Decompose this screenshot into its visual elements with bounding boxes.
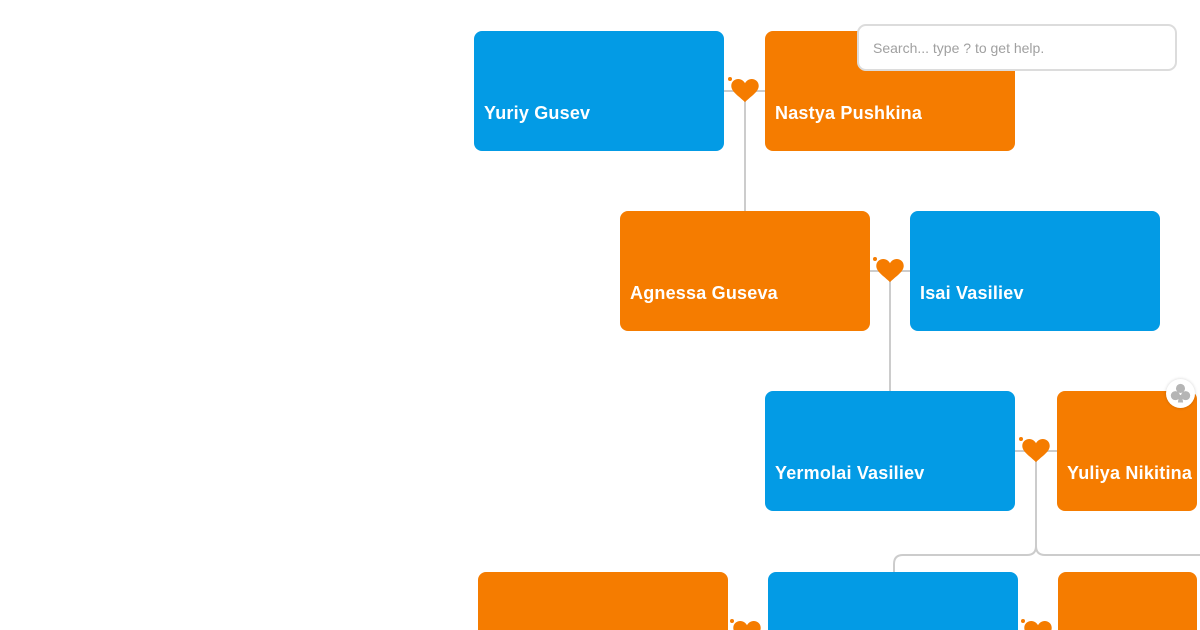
partners-clover-icon [1170, 383, 1191, 403]
person-name: Yermolai Vasiliev [775, 463, 925, 483]
partnership-heart-icon [873, 257, 904, 283]
search-input[interactable] [857, 24, 1177, 71]
partnership-heart-icon [1021, 619, 1052, 630]
heart-dot [1021, 619, 1025, 623]
heart-dot [728, 77, 732, 81]
person-name: Yuriy Gusev [484, 103, 591, 123]
heart-icon [1024, 621, 1052, 630]
heart-dot [730, 619, 734, 623]
partnership-heart-icon [728, 77, 759, 103]
partnership-heart-icon [730, 619, 761, 630]
person-node[interactable] [478, 572, 728, 630]
person-name: Isai Vasiliev [920, 283, 1024, 303]
heart-icon [876, 259, 904, 283]
connector-line [893, 545, 1037, 572]
heart-icon [1022, 439, 1050, 463]
hidden-partners-button[interactable] [1166, 379, 1195, 408]
person-node[interactable]: Isai Vasiliev [910, 211, 1160, 331]
person-node[interactable]: Agnessa Guseva [620, 211, 870, 331]
heart-dot [1019, 437, 1023, 441]
person-node[interactable] [768, 572, 1018, 630]
person-name: Yuliya Nikitina [1067, 463, 1193, 483]
person-node[interactable]: Yuriy Gusev [474, 31, 724, 151]
person-node[interactable]: Yuliya Nikitina [1057, 379, 1197, 511]
person-name: Agnessa Guseva [630, 283, 778, 303]
person-node[interactable]: Yermolai Vasiliev [765, 391, 1015, 511]
person-name: Nastya Pushkina [775, 103, 923, 123]
person-node[interactable] [1058, 572, 1197, 630]
partnership-heart-icon [1019, 437, 1050, 463]
heart-icon [733, 621, 761, 630]
heart-dot [873, 257, 877, 261]
heart-icon [731, 79, 759, 103]
